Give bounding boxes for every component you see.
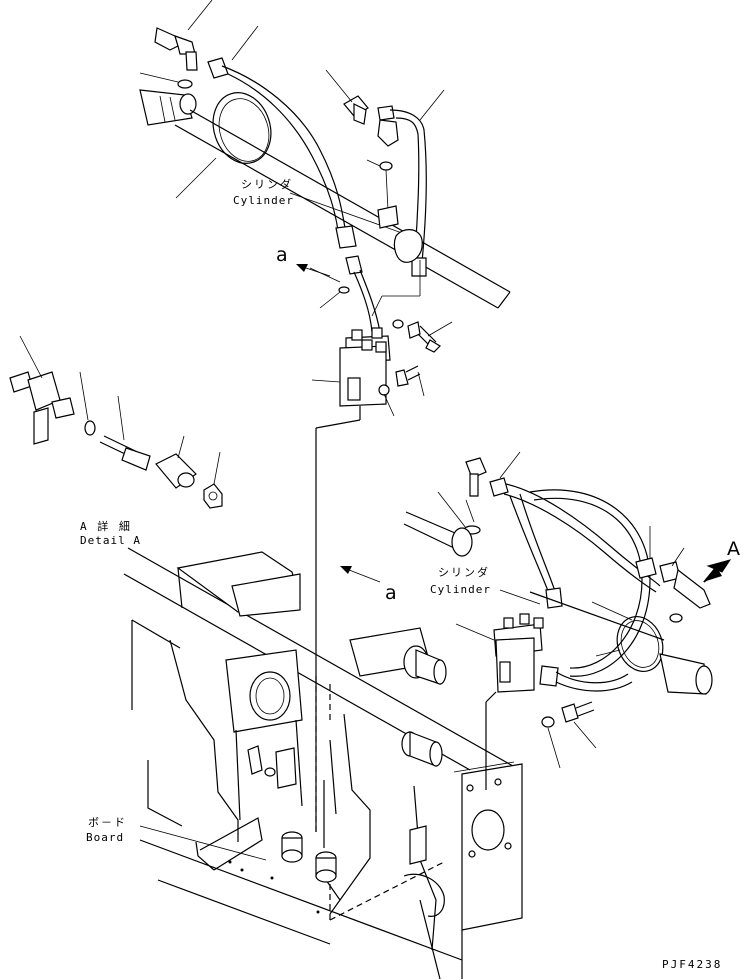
board-frame xyxy=(123,547,523,979)
detail-a-label-jp: A 詳 細 xyxy=(80,520,132,533)
drawing-code: PJF4238 xyxy=(662,958,723,971)
elbow-fitting-top xyxy=(154,0,213,71)
spacer-board-1 xyxy=(281,831,303,863)
hose-top xyxy=(207,25,357,249)
o-ring-detail xyxy=(84,420,96,436)
valve-body-detail xyxy=(155,435,197,489)
cylinder-end-top xyxy=(139,89,197,126)
hose-to-valve xyxy=(345,255,381,333)
elbow-fitting-right xyxy=(465,457,487,523)
board-label-en: Board xyxy=(86,831,125,844)
elbow-fitting-right-top xyxy=(325,69,399,147)
detail-a-parts xyxy=(9,335,223,509)
hose-loop xyxy=(529,489,651,677)
top-cylinder-assembly xyxy=(139,0,511,832)
check-valve-pin xyxy=(99,395,151,471)
o-ring-right xyxy=(379,161,393,171)
hose-right xyxy=(489,451,661,609)
adapter-block xyxy=(377,205,399,229)
hose-right-top xyxy=(389,89,445,277)
bearing-block-mid xyxy=(349,627,447,685)
ref-arrow-a-mid xyxy=(340,566,381,583)
o-ring-far-right xyxy=(669,613,683,623)
cylinder-label-jp-right: シリンダ xyxy=(438,566,490,579)
ref-label-a-top: a xyxy=(276,244,288,266)
hose-clamp-top xyxy=(175,92,272,199)
valve-block-right xyxy=(455,613,544,760)
right-cylinder-assembly xyxy=(403,451,732,769)
ref-label-a-mid: a xyxy=(385,582,397,604)
cylinder-port-boss xyxy=(393,229,423,263)
tee-fitting xyxy=(9,335,75,445)
spacer-board-2 xyxy=(315,851,337,883)
cylinder-label-en-right: Cylinder xyxy=(430,583,491,596)
cylinder-label-jp-top: シリンダ xyxy=(241,178,293,191)
elbow-fitting-far-right xyxy=(635,526,711,609)
o-ring-top xyxy=(177,79,193,89)
bolt-lower xyxy=(395,365,425,397)
cylinder-end-right xyxy=(403,511,473,557)
pin-mid xyxy=(401,731,443,767)
cylinder-end-far-right xyxy=(659,653,713,695)
valve-block xyxy=(311,327,395,417)
cylinder-label-en-top: Cylinder xyxy=(233,194,294,207)
bolt-upper xyxy=(392,319,453,353)
nut-detail xyxy=(203,451,223,509)
board-label-jp: ボ－ド xyxy=(88,816,127,829)
bearing-block-left xyxy=(225,649,303,777)
detail-a-label-en: Detail A xyxy=(80,534,141,547)
o-ring-valve xyxy=(338,286,350,294)
ref-arrow-a-top xyxy=(296,264,331,277)
view-label-A: A xyxy=(727,538,740,560)
side-plate-right xyxy=(453,761,523,979)
bolt-right xyxy=(541,701,597,769)
